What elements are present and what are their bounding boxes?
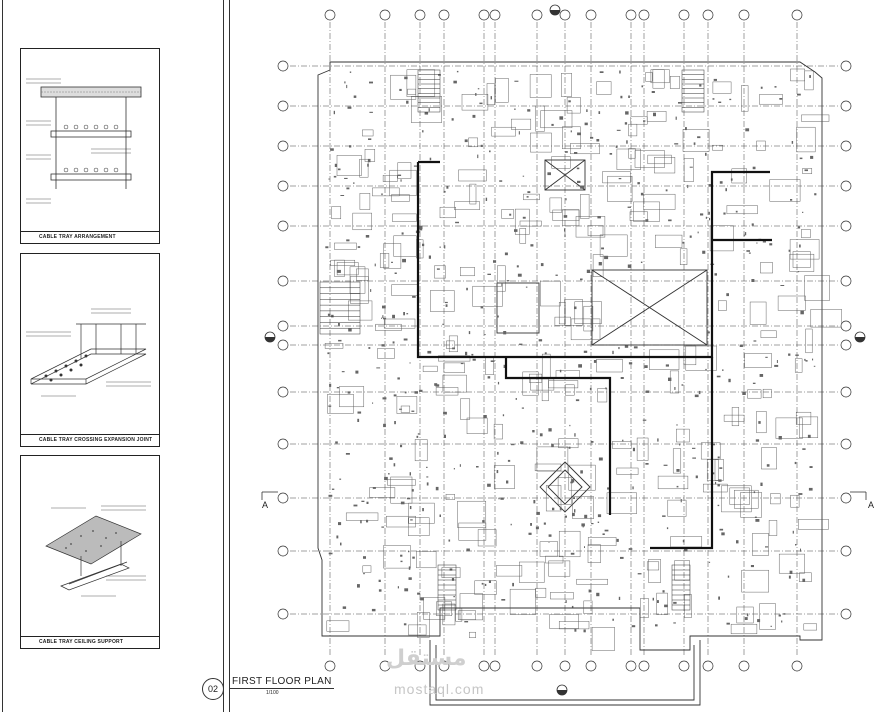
grid-bubble: [738, 9, 750, 21]
grid-bubble: [379, 660, 391, 672]
grid-bubble: [585, 9, 597, 21]
cable-tray-arrangement-drawing: [26, 78, 142, 204]
drawing-number: 02: [202, 678, 224, 700]
grid-bubble: [585, 660, 597, 672]
grid-bubble: [678, 9, 690, 21]
grid-bubble: [840, 275, 852, 287]
grid-bubble: [277, 60, 289, 72]
detail-caption: CABLE TRAY ARRANGEMENT: [21, 231, 159, 243]
room-partitions: [324, 68, 842, 651]
watermark-logo: mostaql.com: [394, 681, 485, 697]
grid-bubble: [379, 9, 391, 21]
title-underline: [230, 688, 334, 689]
cable-tray-crossing-drawing: [26, 308, 151, 397]
sheet-border-left: [2, 0, 3, 712]
detail-caption: CABLE TRAY CROSSING EXPANSION JOINT: [21, 434, 159, 446]
grid-bubble: [277, 339, 289, 351]
grid-bubble: [277, 180, 289, 192]
grid-bubble: [438, 9, 450, 21]
grid-bubble: [840, 438, 852, 450]
grid-bubble: [840, 140, 852, 152]
furniture-symbols: [325, 70, 817, 633]
first-floor-plan-drawing: [261, 4, 867, 706]
section-label-right: A: [868, 500, 875, 510]
grid-bubble: [625, 660, 637, 672]
grid-bubble: [791, 660, 803, 672]
grid-bubble: [277, 320, 289, 332]
grid-bubbles: [277, 9, 852, 672]
grid-bubble: [559, 9, 571, 21]
grid-bubble: [414, 9, 426, 21]
stairs: [319, 69, 705, 611]
grid-bubble: [277, 100, 289, 112]
detail-cable-tray-arrangement: CABLE TRAY ARRANGEMENT: [20, 48, 160, 244]
grid-bubble: [840, 492, 852, 504]
grid-bubble: [702, 9, 714, 21]
grid-bubble: [324, 660, 336, 672]
grid-bubble: [840, 608, 852, 620]
grid-bubble: [840, 60, 852, 72]
grid-bubble: [678, 660, 690, 672]
section-label-left: A: [262, 500, 269, 510]
grid-bubble: [840, 320, 852, 332]
cable-tray-route: [416, 160, 772, 550]
sheet-divider-2: [229, 0, 230, 712]
grid-bubble: [277, 438, 289, 450]
section-markers: [261, 4, 867, 696]
grid-bubble: [324, 9, 336, 21]
drawing-title: FIRST FLOOR PLAN: [232, 676, 332, 687]
watermark-arabic: مستقل: [386, 646, 467, 671]
grid-bubble: [414, 660, 426, 672]
grid-bubble: [840, 180, 852, 192]
grid-bubble: [489, 660, 501, 672]
grid-bubble: [840, 220, 852, 232]
grid-bubble: [702, 660, 714, 672]
grid-bubble: [478, 9, 490, 21]
building-outline: [317, 61, 823, 706]
detail-cable-tray-crossing-expansion-joint: CABLE TRAY CROSSING EXPANSION JOINT: [20, 253, 160, 447]
grid-bubble: [277, 386, 289, 398]
grid-bubble: [840, 386, 852, 398]
grid-bubble: [840, 545, 852, 557]
grid-bubble: [277, 275, 289, 287]
grid-bubble: [438, 660, 450, 672]
sheet-divider-1: [223, 0, 224, 712]
detail-caption: CABLE TRAY CEILING SUPPORT: [21, 636, 159, 648]
grid-bubble: [277, 545, 289, 557]
grid-bubble: [489, 9, 501, 21]
grid-bubble: [277, 220, 289, 232]
drawing-title-block: 02 FIRST FLOOR PLAN 1/100: [202, 674, 342, 704]
grid-bubble: [478, 660, 490, 672]
grid-lines: [290, 22, 840, 655]
grid-bubble: [531, 660, 543, 672]
grid-bubble: [531, 9, 543, 21]
grid-bubble: [559, 660, 571, 672]
grid-bubble: [277, 608, 289, 620]
grid-bubble: [277, 492, 289, 504]
grid-bubble: [840, 339, 852, 351]
grid-bubble: [738, 660, 750, 672]
grid-bubble: [840, 100, 852, 112]
grid-bubble: [791, 9, 803, 21]
cable-tray-ceiling-support-drawing: [45, 505, 146, 597]
detail-cable-tray-ceiling-support: CABLE TRAY CEILING SUPPORT: [20, 455, 160, 649]
grid-bubble: [638, 660, 650, 672]
grid-bubble: [625, 9, 637, 21]
grid-bubble: [638, 9, 650, 21]
grid-bubble: [277, 140, 289, 152]
drawing-scale: 1/100: [266, 690, 279, 696]
